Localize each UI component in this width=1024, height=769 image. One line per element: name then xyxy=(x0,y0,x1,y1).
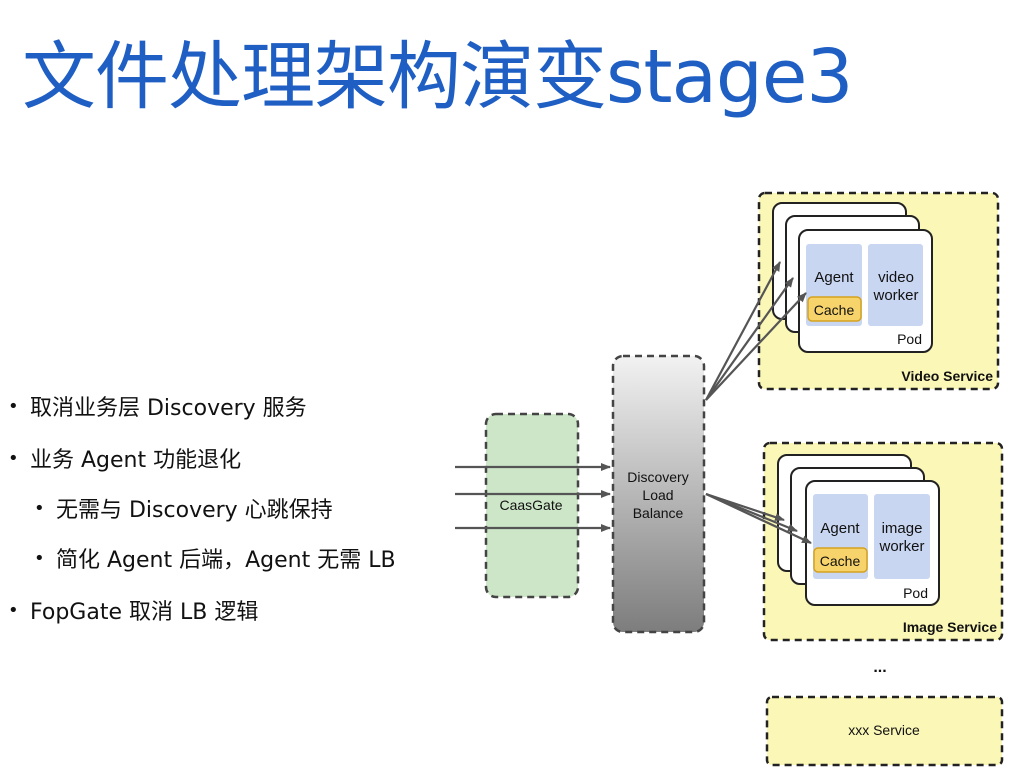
image-worker-box xyxy=(874,494,930,579)
video-worker-label-2: worker xyxy=(872,287,918,304)
gateway-node: CaasGate xyxy=(484,412,580,599)
arrow-video-1 xyxy=(705,261,781,401)
video-service-group: Agent Cache video worker Pod Video Servi… xyxy=(757,191,1000,391)
bullet-dot-icon: • xyxy=(8,395,19,417)
arrow-video-2 xyxy=(705,277,794,401)
bullet-text: 业务 Agent 功能退化 xyxy=(30,448,242,473)
load-balancer-node: Discovery Load Balance xyxy=(611,354,706,634)
more-services-ellipsis: ... xyxy=(873,659,886,676)
load-balancer-label-2: Load xyxy=(642,487,673,503)
video-service-label: Video Service xyxy=(901,368,993,384)
bullet-subitem: • 简化 Agent 后端，Agent 无需 LB xyxy=(34,542,396,574)
gateway-box xyxy=(484,412,580,599)
image-service-label: Image Service xyxy=(903,619,997,635)
image-cache-box xyxy=(813,547,868,573)
bullet-dot-icon: • xyxy=(34,497,45,519)
bullet-subitem: • 无需与 Discovery 心跳保持 xyxy=(34,492,333,524)
bullet-text: 取消业务层 Discovery 服务 xyxy=(30,396,307,421)
video-worker-label-1: video xyxy=(878,269,914,286)
video-cache-label: Cache xyxy=(814,302,855,318)
bullet-item: • FopGate 取消 LB 逻辑 xyxy=(8,594,258,626)
bullet-dot-icon: • xyxy=(34,547,45,569)
bullet-item: • 业务 Agent 功能退化 xyxy=(8,442,241,474)
arrow-image-3 xyxy=(705,493,812,544)
video-worker-box xyxy=(868,244,923,326)
bullet-text: 无需与 Discovery 心跳保持 xyxy=(56,498,333,523)
arrow-video-3 xyxy=(705,292,807,401)
image-worker-label-1: image xyxy=(882,520,923,537)
bullet-text: 简化 Agent 后端，Agent 无需 LB xyxy=(56,548,396,573)
load-balancer-label-1: Discovery xyxy=(627,469,688,485)
video-cache-box xyxy=(807,296,862,322)
gateway-label: CaasGate xyxy=(499,497,562,513)
load-balancer-label-3: Balance xyxy=(633,505,684,521)
image-pod-label: Pod xyxy=(903,585,928,601)
bullet-dot-icon: • xyxy=(8,599,19,621)
other-service-label: xxx Service xyxy=(848,722,920,738)
other-service-group: xxx Service xyxy=(765,695,1004,767)
bullet-dot-icon: • xyxy=(8,447,19,469)
image-cache-label: Cache xyxy=(820,553,861,569)
slide-title: 文件处理架构演变stage3 xyxy=(22,34,853,120)
arrows xyxy=(455,261,812,544)
image-service-group: Agent Cache image worker Pod Image Servi… xyxy=(762,441,1004,642)
image-worker-label-2: worker xyxy=(878,538,924,555)
bullet-item: • 取消业务层 Discovery 服务 xyxy=(8,390,307,422)
other-service-box xyxy=(765,695,1004,767)
image-agent-label: Agent xyxy=(820,520,860,537)
video-pod-label: Pod xyxy=(897,331,922,347)
load-balancer-box xyxy=(611,354,706,634)
video-agent-label: Agent xyxy=(814,269,854,286)
bullet-text: FopGate 取消 LB 逻辑 xyxy=(30,600,259,625)
